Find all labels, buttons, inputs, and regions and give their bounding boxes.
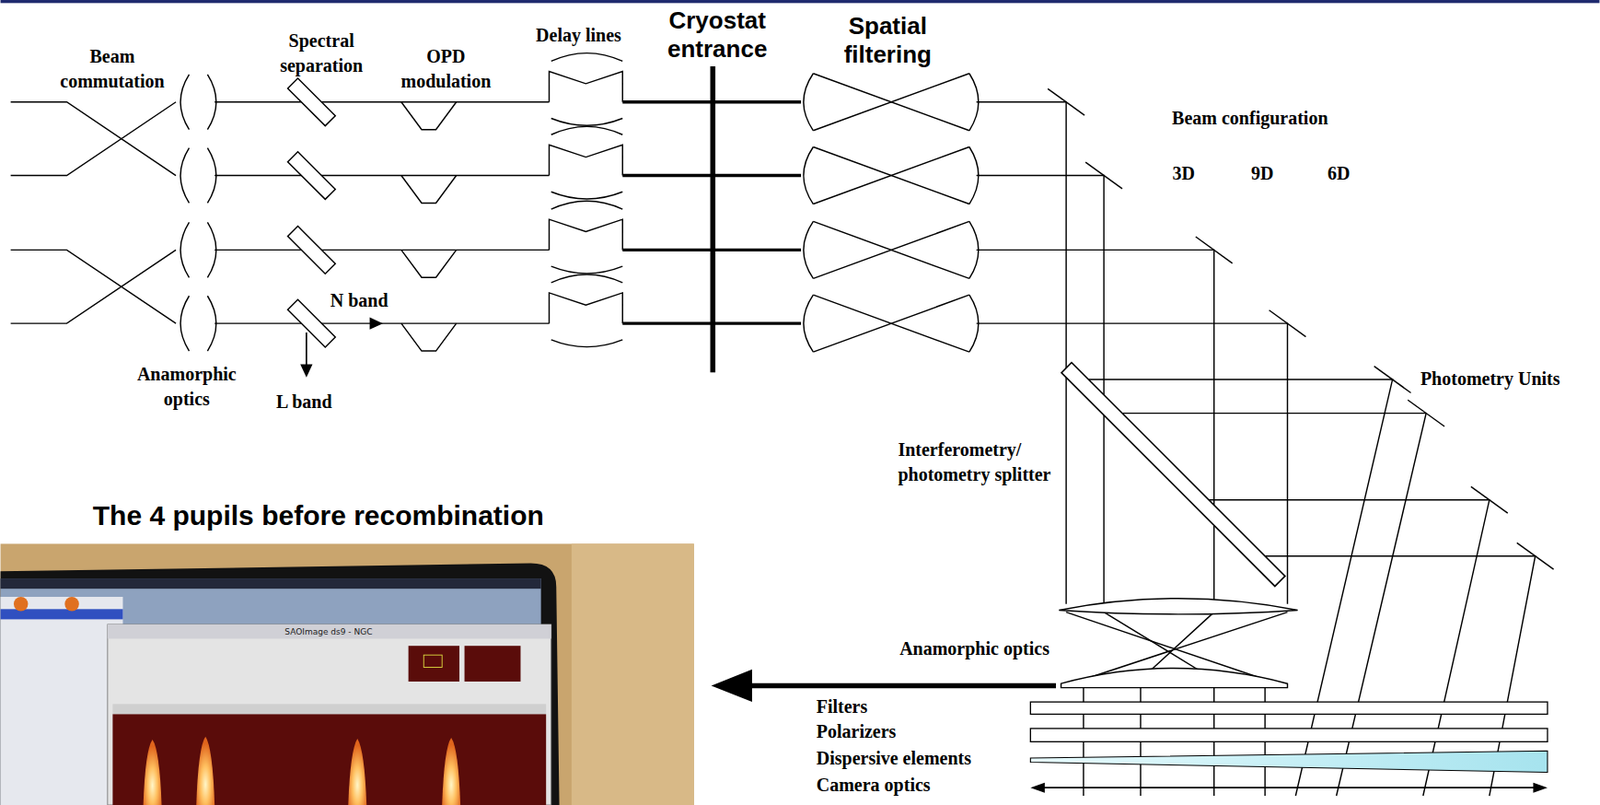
- band-label: L band: [276, 389, 333, 415]
- lens: [1061, 668, 1288, 688]
- arrow-head: [300, 363, 313, 377]
- photo-title: The 4 pupils before recombination: [92, 498, 545, 533]
- splitter-plate: [1061, 362, 1286, 587]
- arrow-head: [1532, 782, 1548, 793]
- part-label: Photometry Units: [1420, 366, 1561, 392]
- element-label: Camera optics: [816, 772, 931, 798]
- arrow-head: [1030, 782, 1045, 793]
- dispersive-wedge: [1030, 750, 1548, 772]
- stage-label: Beam commutation: [43, 44, 182, 94]
- filter-plate: [1030, 701, 1548, 714]
- polarizer-plate: [1030, 728, 1548, 742]
- part-label: Anamorphic optics: [899, 636, 1050, 661]
- cryostat-wall: [710, 66, 717, 372]
- band-label: N band: [330, 288, 389, 314]
- config-option: 6D: [1327, 161, 1350, 186]
- window-title: SAOImage ds9 - NGC: [284, 626, 372, 638]
- stage-label: OPD modulation: [385, 44, 506, 94]
- stage-heading: Cryostat entrance: [648, 6, 787, 64]
- lens: [1058, 598, 1298, 615]
- element-label: Filters: [816, 694, 869, 719]
- element-label: Polarizers: [816, 718, 897, 744]
- part-label: Interferometry/ photometry splitter: [897, 437, 1055, 487]
- top-bar: [0, 0, 1600, 3]
- arrow-head: [370, 317, 383, 330]
- stage-label: Spectral separation: [256, 28, 386, 79]
- config-option: 3D: [1172, 161, 1195, 186]
- config-option: 9D: [1251, 161, 1274, 186]
- stage-label: Delay lines: [535, 23, 622, 48]
- stage-heading: Spatial filtering: [818, 11, 957, 70]
- config-label: Beam configuration: [1171, 105, 1328, 131]
- part-label: Anamorphic optics: [122, 361, 252, 412]
- photo-laptop: [0, 543, 695, 805]
- arrow-head: [711, 669, 753, 702]
- beam-lines: [976, 88, 1554, 796]
- element-label: Dispersive elements: [816, 745, 972, 771]
